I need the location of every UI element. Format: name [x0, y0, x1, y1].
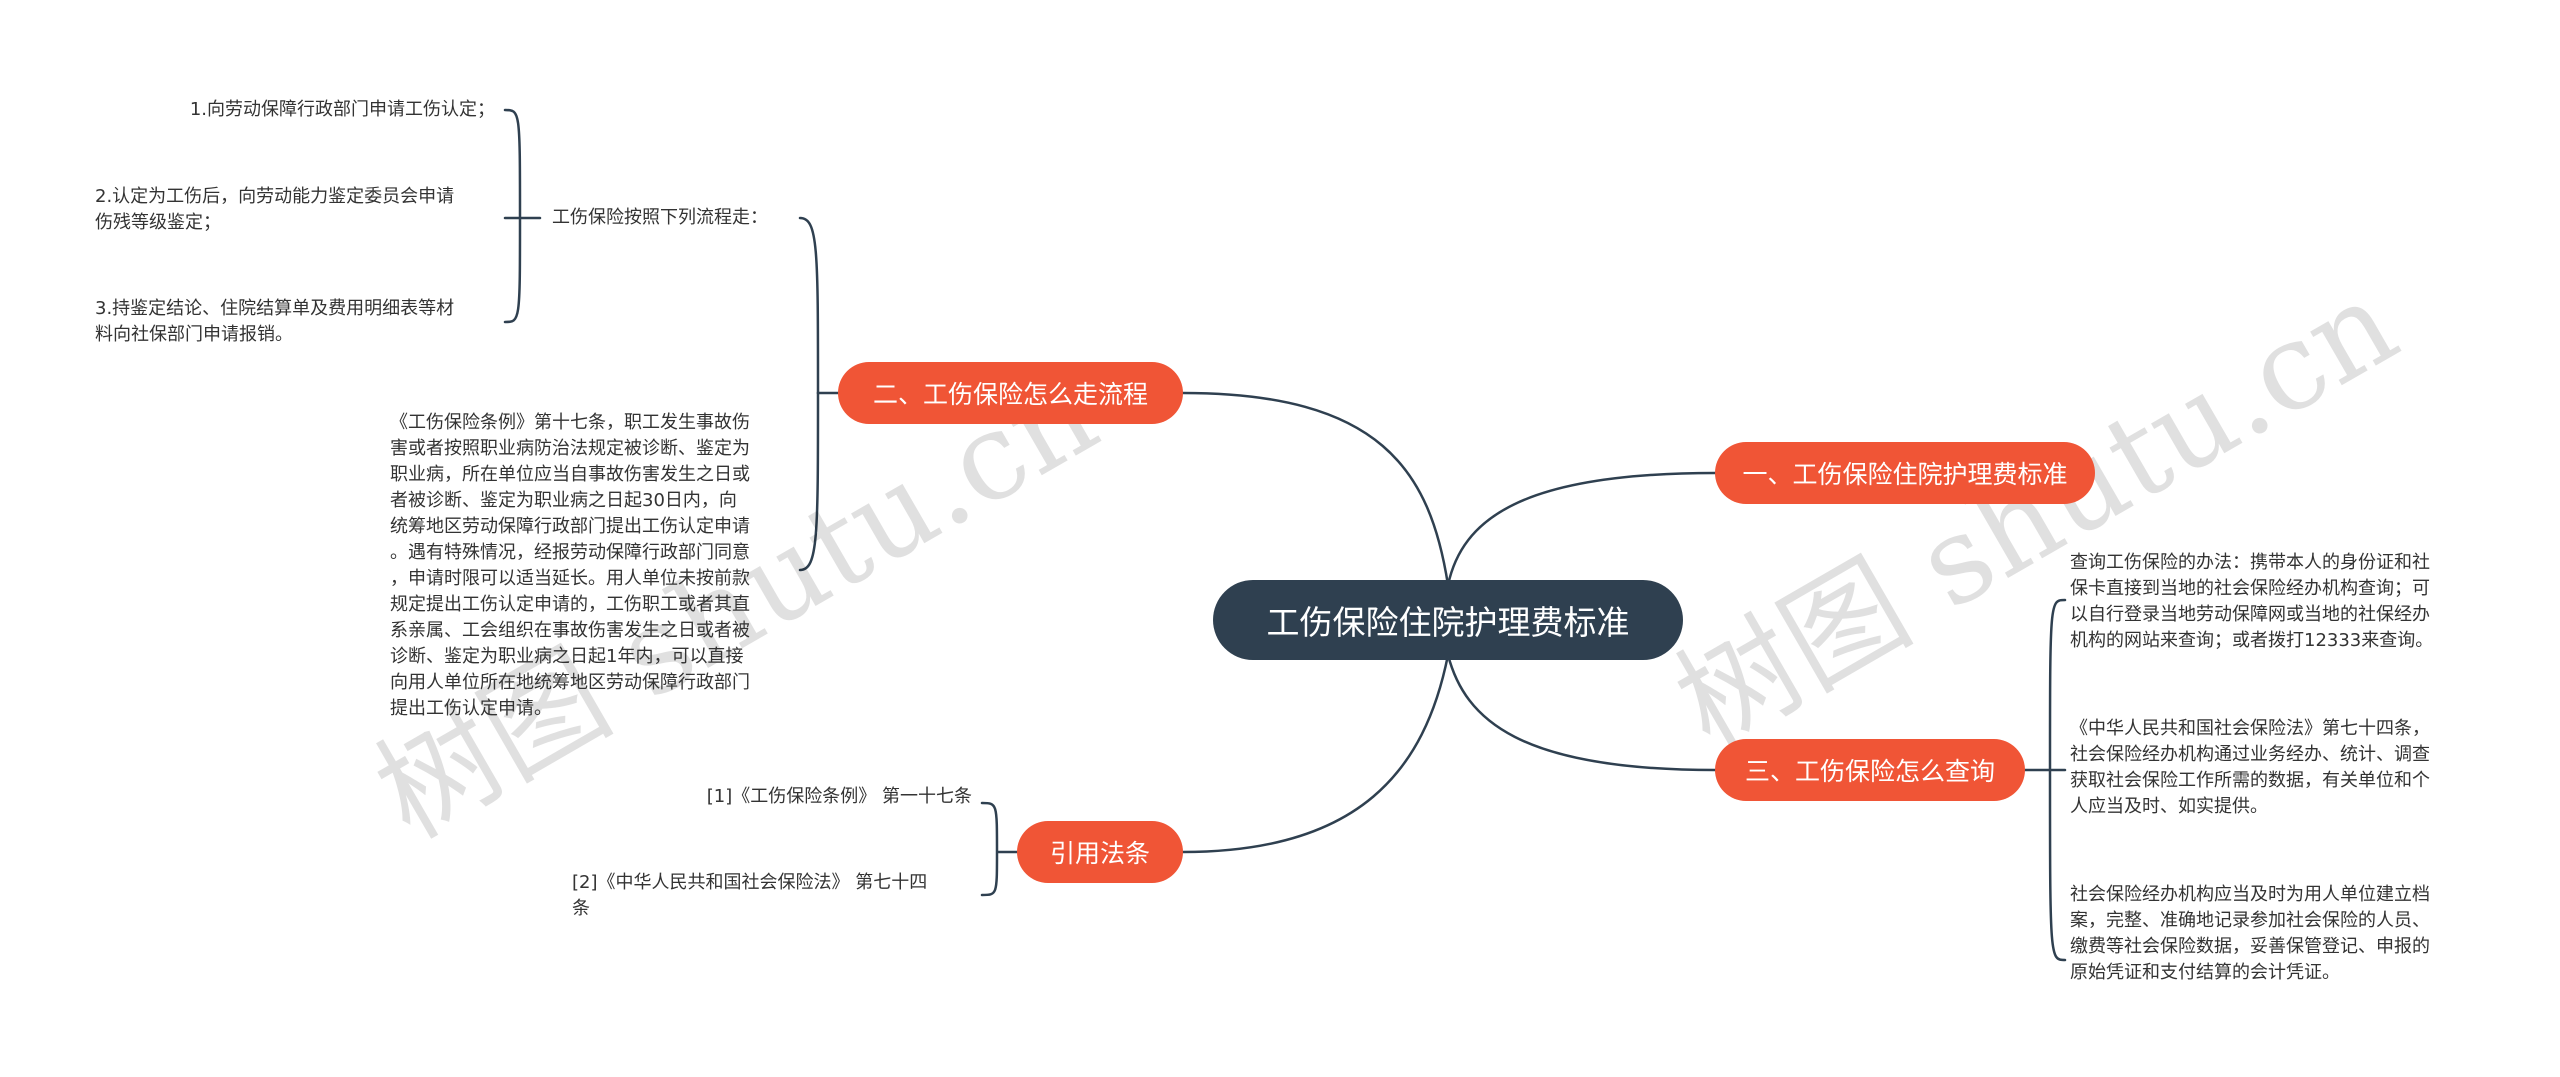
process-step-1[interactable]: 1.向劳动保障行政部门申请工伤认定；: [189, 99, 495, 120]
branch-node-nursing-standard[interactable]: 一、工伤保险住院护理费标准: [1715, 442, 2095, 504]
branch-node-query[interactable]: 三、工伤保险怎么查询: [1715, 739, 2025, 801]
link-root-b3: [1446, 653, 1717, 772]
link-root-b2: [1181, 391, 1450, 587]
branch-node-process[interactable]: 二、工伤保险怎么走流程: [838, 362, 1183, 424]
link-b2-sub: [798, 216, 820, 395]
link-root-b1: [1446, 471, 1717, 587]
process-step-2[interactable]: 2.认定为工伤后，向劳动能力鉴定委员会申请 伤残等级鉴定；: [95, 186, 455, 233]
branch-node-cited-laws[interactable]: 引用法条: [1017, 821, 1183, 883]
process-sub-label[interactable]: 工伤保险按照下列流程走：: [552, 207, 768, 228]
process-step-3[interactable]: 3.持鉴定结论、住院结算单及费用明细表等材 料向社保部门申请报销。: [95, 298, 455, 345]
query-record-duty[interactable]: 社会保险经办机构应当及时为用人单位建立档 案，完整、准确地记录参加社会保险的人员…: [2070, 884, 2430, 983]
cited-law-1[interactable]: [1]《工伤保险条例》 第一十七条: [706, 786, 972, 807]
root-node[interactable]: 工伤保险住院护理费标准: [1213, 580, 1683, 660]
process-article-17[interactable]: 《工伤保险条例》第十七条，职工发生事故伤 害或者按照职业病防治法规定被诊断、鉴定…: [390, 412, 750, 719]
cited-law-2[interactable]: [2]《中华人民共和国社会保险法》 第七十四 条: [572, 872, 928, 919]
bracket-b4: [980, 801, 1019, 897]
bracket-b3: [2023, 598, 2067, 962]
query-law-article-74[interactable]: 《中华人民共和国社会保险法》第七十四条， 社会保险经办机构通过业务经办、统计、调…: [2070, 718, 2430, 817]
query-method[interactable]: 查询工伤保险的办法：携带本人的身份证和社 保卡直接到当地的社会保险经办机构查询；…: [2070, 552, 2434, 651]
link-root-b4: [1181, 653, 1450, 854]
link-b2-article: [798, 391, 820, 572]
bracket-b2-steps: [503, 108, 542, 324]
